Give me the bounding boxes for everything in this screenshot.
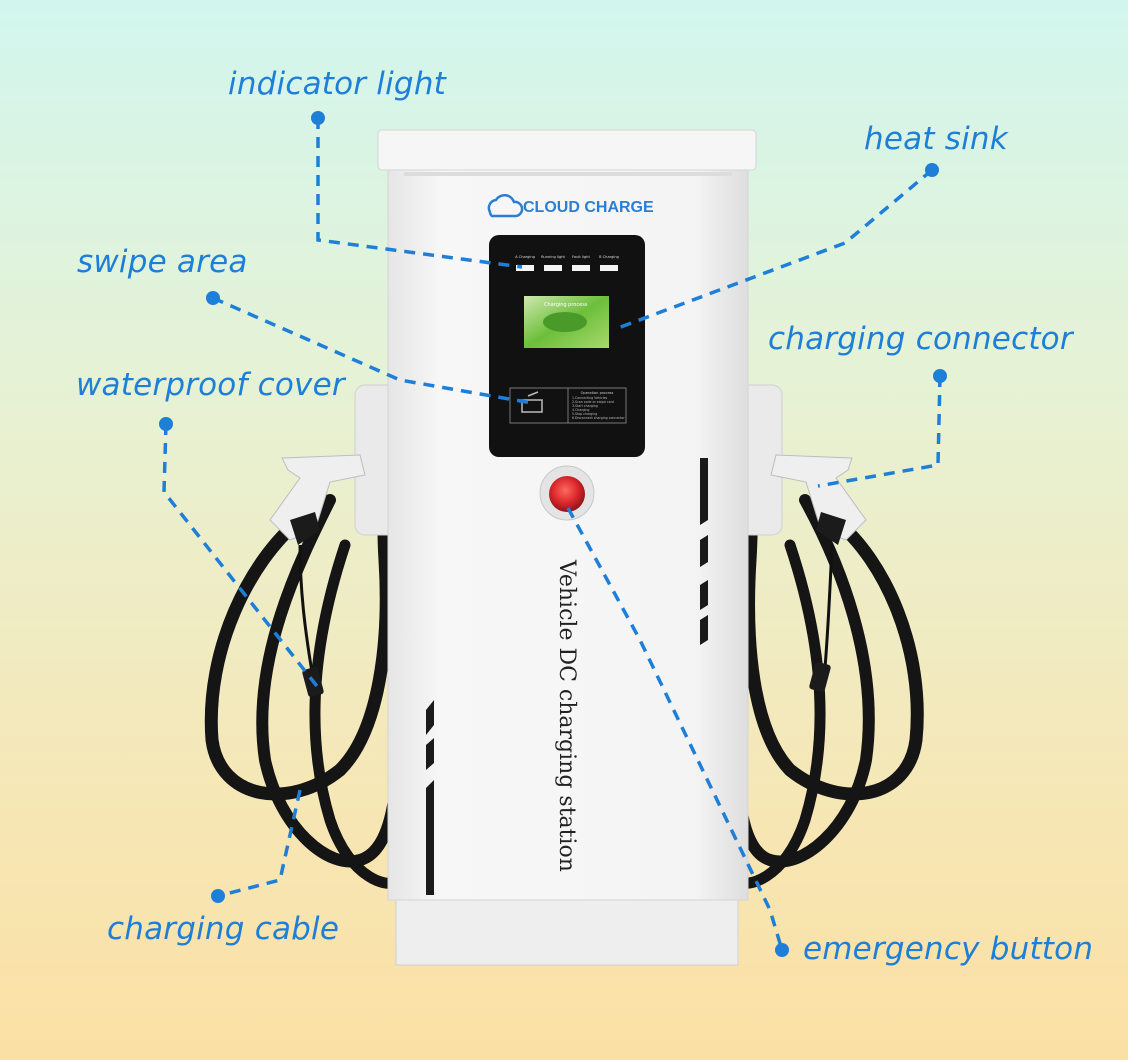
indicator-label: A Charging bbox=[515, 255, 535, 259]
operation-title: Operation process bbox=[581, 391, 614, 395]
callout-indicator-light: indicator light bbox=[228, 66, 447, 102]
operation-step: 6.Disconnect charging connector bbox=[572, 416, 625, 420]
operation-step: 1.Connecting Vehicles bbox=[572, 396, 608, 400]
right-waterproof-cover bbox=[809, 662, 831, 692]
brand-logo: CLOUD CHARGE bbox=[487, 193, 654, 218]
callout-leaders bbox=[162, 118, 942, 951]
emergency-button[interactable] bbox=[539, 465, 595, 521]
callout-heat-sink: heat sink bbox=[864, 121, 1008, 157]
screen-caption: Charging process bbox=[544, 302, 588, 308]
station-side-text: Vehicle DC charging station bbox=[554, 559, 579, 872]
callout-waterproof-cover: waterproof cover bbox=[76, 367, 345, 403]
station-base bbox=[395, 894, 739, 966]
indicator-light bbox=[572, 265, 590, 271]
decorative-stripes bbox=[426, 458, 708, 895]
cloud-plug-icon bbox=[487, 193, 524, 218]
indicator-lights: A Charging Running light Fault light B Char… bbox=[515, 255, 619, 271]
indicator-light bbox=[516, 265, 534, 271]
right-charging-connector[interactable] bbox=[770, 454, 867, 693]
callout-emergency-button: emergency button bbox=[803, 931, 1094, 967]
indicator-light bbox=[544, 265, 562, 271]
operation-step: 3.Start charging bbox=[572, 404, 598, 408]
body-front-edge bbox=[404, 172, 732, 176]
card-swipe-icon bbox=[521, 391, 543, 413]
operation-step: 5.Stop charging bbox=[572, 412, 597, 416]
indicator-label: B Charging bbox=[599, 255, 619, 259]
indicator-light bbox=[600, 265, 618, 271]
callout-charging-connector: charging connector bbox=[768, 321, 1073, 357]
operation-step: 2.Scan code or swipe card bbox=[572, 400, 614, 404]
callout-dots bbox=[159, 111, 947, 957]
callout-charging-cable: charging cable bbox=[107, 911, 340, 947]
touch-screen[interactable]: Charging process bbox=[524, 296, 609, 348]
indicator-label: Fault light bbox=[572, 255, 590, 259]
indicator-label: Running light bbox=[541, 255, 565, 259]
brand-name: CLOUD CHARGE bbox=[523, 199, 654, 216]
callout-swipe-area: swipe area bbox=[77, 244, 248, 280]
station-lid bbox=[377, 129, 757, 171]
operation-step: 4.Charging bbox=[572, 408, 589, 412]
